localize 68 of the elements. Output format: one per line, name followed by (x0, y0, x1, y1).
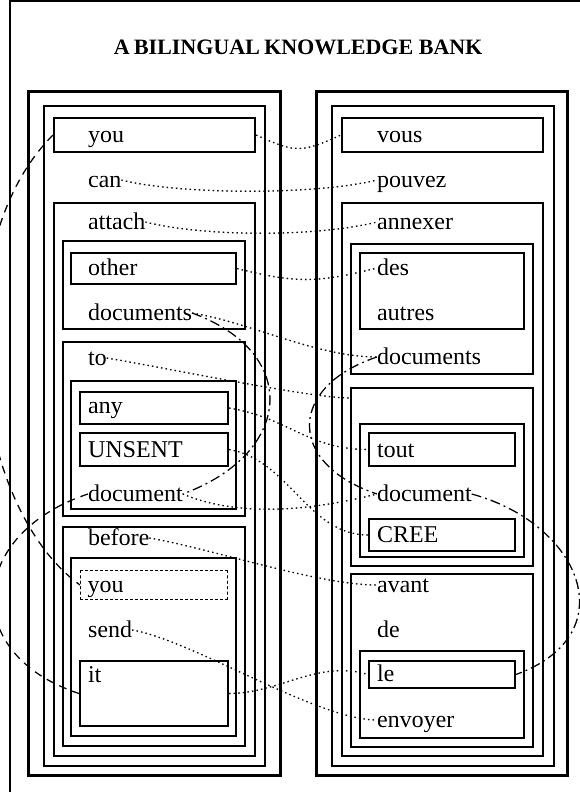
phrase-box (331, 105, 555, 767)
word: annexer (377, 208, 453, 236)
word: any (88, 392, 123, 420)
word: you (88, 121, 124, 149)
phrase-box (359, 252, 525, 330)
word-box (341, 117, 544, 153)
phrase-box (359, 650, 525, 739)
word: attach (88, 208, 146, 236)
phrase-box (70, 380, 237, 510)
word: de (377, 616, 400, 644)
diagram-title: A BILINGUAL KNOWLEDGE BANK (112, 34, 484, 60)
word: send (88, 616, 132, 644)
dotted-connector (228, 670, 368, 694)
phrase-box (341, 202, 544, 757)
word: avant (377, 571, 429, 599)
dotted-connector (256, 134, 342, 150)
dotted-connector (149, 537, 378, 586)
word: autres (377, 299, 434, 327)
phrase-box (350, 573, 534, 748)
word: vous (377, 121, 422, 149)
word-box (368, 660, 516, 689)
phrase-box (43, 105, 266, 767)
dash-dot-connector (308, 356, 378, 495)
dotted-connector (228, 407, 368, 450)
phrase-box (53, 202, 256, 757)
dotted-connector (228, 448, 368, 536)
dotted-connector (121, 179, 378, 192)
phrase-box (359, 423, 525, 558)
word: des (377, 254, 409, 282)
word: documents (377, 343, 481, 371)
word: le (377, 660, 394, 688)
word: envoyer (377, 706, 454, 734)
word: other (88, 254, 138, 282)
phrase-box (62, 526, 246, 747)
dotted-connector (145, 221, 378, 234)
word-box (53, 117, 256, 153)
word-box (368, 518, 516, 552)
phrase-box (62, 240, 246, 330)
dotted-connector (106, 357, 350, 399)
word-box (368, 432, 516, 467)
dotted-connector (236, 267, 378, 280)
word: can (88, 166, 122, 194)
dash-dot-connector (471, 493, 580, 676)
word: UNSENT (88, 436, 183, 464)
word: document (377, 480, 472, 508)
word-box (79, 391, 229, 425)
word-box (79, 432, 229, 467)
phrase-box (70, 557, 237, 737)
word: before (88, 524, 150, 552)
word-box (70, 252, 237, 285)
word-box (80, 570, 228, 600)
dotted-connector (182, 493, 378, 510)
phrase-box (27, 90, 282, 777)
word: you (88, 570, 124, 598)
phrase-box (350, 243, 534, 375)
word: pouvez (377, 166, 446, 194)
dashed-connector (0, 493, 88, 694)
word: tout (377, 436, 414, 464)
phrase-box (315, 90, 569, 777)
word: CREE (377, 521, 438, 549)
word-box (79, 660, 229, 727)
word: documents (88, 299, 192, 327)
dash-dot-connector (182, 312, 270, 495)
word: to (88, 344, 107, 372)
phrase-box (350, 387, 534, 567)
word: it (88, 661, 102, 689)
phrase-box (62, 341, 246, 517)
word: document (88, 480, 183, 508)
